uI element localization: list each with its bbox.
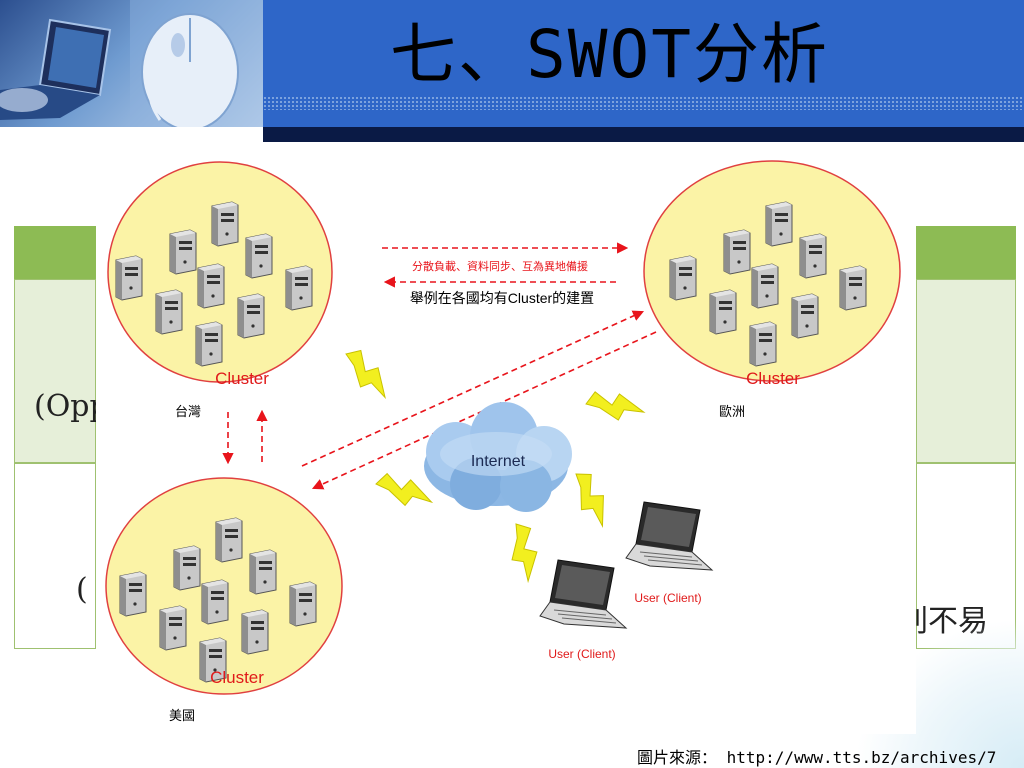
internet-cloud-icon — [424, 402, 572, 512]
table-row-threat — [14, 463, 96, 649]
table-fragment-paren: ( — [76, 572, 88, 607]
cluster-europe: Cluster — [643, 160, 901, 388]
region-label-usa: 美國 — [169, 708, 195, 723]
example-label: 舉例在各國均有Cluster的建置 — [410, 290, 594, 306]
header-dotted-line — [263, 96, 1024, 110]
table-row-opportunity — [14, 279, 96, 463]
region-label-europe: 歐洲 — [719, 404, 745, 419]
cluster-taiwan: Cluster — [107, 161, 333, 388]
network-diagram: Cluster 台灣 Cluster 歐洲 Cluster 美國 分散負載、資料… — [96, 154, 916, 734]
laptop-icon-user-1 — [625, 501, 713, 571]
cluster-label-europe: Cluster — [746, 369, 800, 388]
slide-title: 七、SWOT分析 — [390, 16, 829, 93]
region-label-taiwan: 台灣 — [175, 404, 201, 419]
header-dark-band — [263, 127, 1024, 142]
cluster-label-usa: Cluster — [210, 668, 264, 687]
image-source-caption: 圖片來源： http://www.tts.bz/archives/7 — [637, 748, 997, 767]
cluster-usa: Cluster — [105, 477, 343, 695]
internet-label: Internet — [471, 453, 526, 470]
user-label-2: User (Client) — [548, 647, 615, 661]
laptop-photo-icon — [0, 18, 112, 120]
header-photo — [0, 0, 263, 127]
sync-arrows — [222, 242, 657, 490]
table-row-opportunity-right — [916, 279, 1016, 463]
laptop-icon-user-2 — [539, 559, 627, 629]
sync-label: 分散負載、資料同步、互為異地備援 — [412, 259, 588, 273]
user-label-1: User (Client) — [634, 591, 701, 605]
cluster-label-taiwan: Cluster — [215, 369, 269, 388]
table-header-left — [14, 226, 96, 279]
mouse-photo-icon — [130, 0, 263, 127]
table-header-right — [916, 226, 1016, 279]
